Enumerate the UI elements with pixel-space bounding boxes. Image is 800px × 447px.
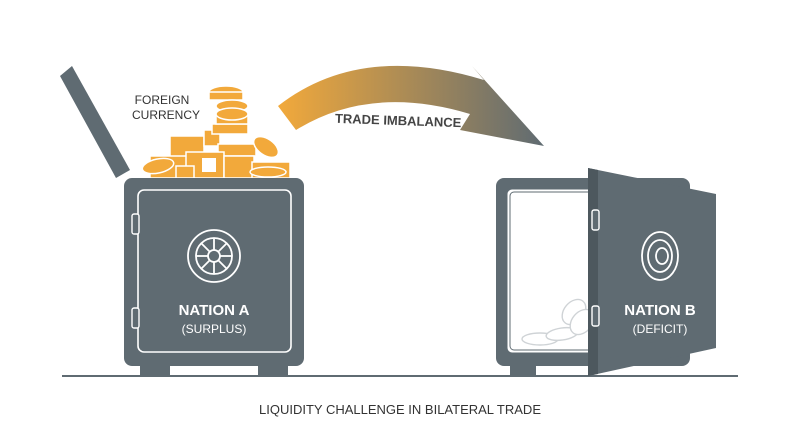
trade-imbalance-label: TRADE IMBALANCE (335, 111, 462, 130)
bill-stack (175, 165, 195, 179)
safe-a-door-outline (137, 189, 292, 353)
safe-b-door (588, 168, 716, 376)
nation-b-status: (DEFICIT) (633, 322, 688, 336)
coin-stack (208, 91, 244, 101)
safe-a-lid (60, 66, 130, 178)
empty-coins (521, 298, 595, 346)
caption: LIQUIDITY CHALLENGE IN BILATERAL TRADE (259, 402, 541, 417)
safe-a-foot (258, 364, 288, 375)
safe-a-hinge (131, 213, 140, 235)
safe-a-foot (140, 364, 170, 375)
safe-b-handle (591, 209, 600, 231)
coin (249, 166, 287, 178)
nation-a-name: NATION A (179, 302, 250, 319)
nation-b-safe: NATION B (DEFICIT) (496, 168, 716, 376)
foreign-currency-label-line2: CURRENCY (132, 108, 200, 122)
nation-a-status: (SURPLUS) (182, 322, 247, 336)
safe-b-handle (591, 305, 600, 327)
nation-a-safe: NATION A (SURPLUS) (60, 66, 304, 375)
coin (215, 107, 249, 121)
bill-stack (223, 155, 255, 179)
safe-b-dial (641, 231, 679, 281)
foreign-currency-label-line1: FOREIGN (135, 93, 190, 107)
safe-b-door-edge (588, 168, 598, 376)
currency-pile (141, 85, 291, 179)
bill-stack (202, 158, 216, 172)
bill-stack (211, 123, 249, 135)
coin (252, 135, 280, 159)
trade-imbalance-arrow (278, 65, 544, 146)
coin (141, 157, 175, 175)
safe-a-hinge (131, 307, 140, 329)
safe-a-dial (187, 229, 241, 283)
safe-b-foot (510, 364, 536, 375)
nation-b-name: NATION B (624, 302, 696, 319)
